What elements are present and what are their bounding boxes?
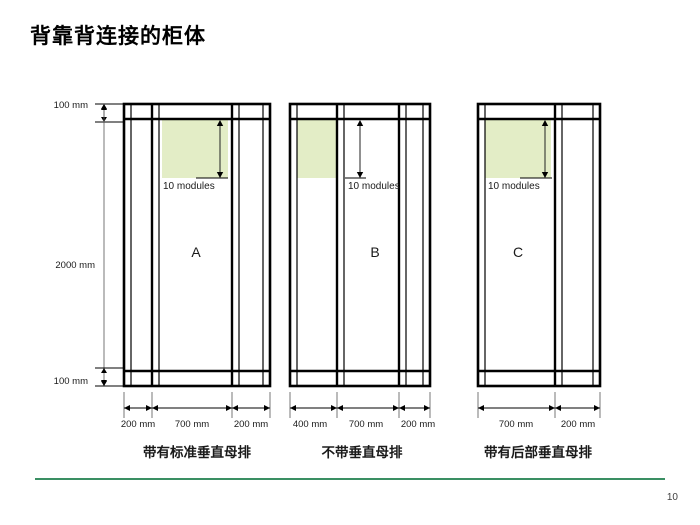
cabinet-a-letter: A <box>191 244 201 260</box>
vdim-middle-label: 2000 mm <box>55 260 95 271</box>
cabinet-c-width-0: 700 mm <box>499 419 533 430</box>
vdim-top-label: 100 mm <box>54 100 88 111</box>
cabinet-b-letter: B <box>370 244 379 260</box>
cabinet-c-module-block <box>485 120 551 178</box>
cabinet-b-width-2: 200 mm <box>401 419 435 430</box>
vertical-dimension-group: 100 mm 2000 mm 100 mm <box>54 100 124 387</box>
page-number: 10 <box>666 492 678 503</box>
cabinet-a-module-label: 10 modules <box>163 181 215 192</box>
page-title: 背靠背连接的柜体 <box>30 24 206 48</box>
cabinet-c-module-label: 10 modules <box>488 181 540 192</box>
cabinet-b-width-0: 400 mm <box>293 419 327 430</box>
cabinet-b-module-block <box>297 120 337 178</box>
vdim-bottom-label: 100 mm <box>54 376 88 387</box>
cabinet-b: 10 modules B 400 mm 700 mm 200 mm 不带垂直母排 <box>288 102 435 461</box>
cabinet-b-module-label: 10 modules <box>348 181 400 192</box>
cabinet-c: 10 modules C 700 mm 200 mm 带有后部垂直母排 <box>476 102 602 461</box>
cabinet-a: 10 modules A 200 mm 700 mm 200 mm 带有标准垂直… <box>121 102 272 461</box>
cabinet-b-caption: 不带垂直母排 <box>322 444 403 461</box>
cabinet-c-caption: 带有后部垂直母排 <box>484 444 592 461</box>
cabinet-a-caption: 带有标准垂直母排 <box>143 444 251 461</box>
cabinet-a-module-block <box>162 120 228 178</box>
cabinet-b-width-1: 700 mm <box>349 419 383 430</box>
cabinet-c-width-1: 200 mm <box>561 419 595 430</box>
footer-divider <box>35 478 665 480</box>
cabinet-c-letter: C <box>513 244 523 260</box>
cabinet-a-width-2: 200 mm <box>234 419 268 430</box>
cabinet-a-width-0: 200 mm <box>121 419 155 430</box>
cabinet-a-width-1: 700 mm <box>175 419 209 430</box>
